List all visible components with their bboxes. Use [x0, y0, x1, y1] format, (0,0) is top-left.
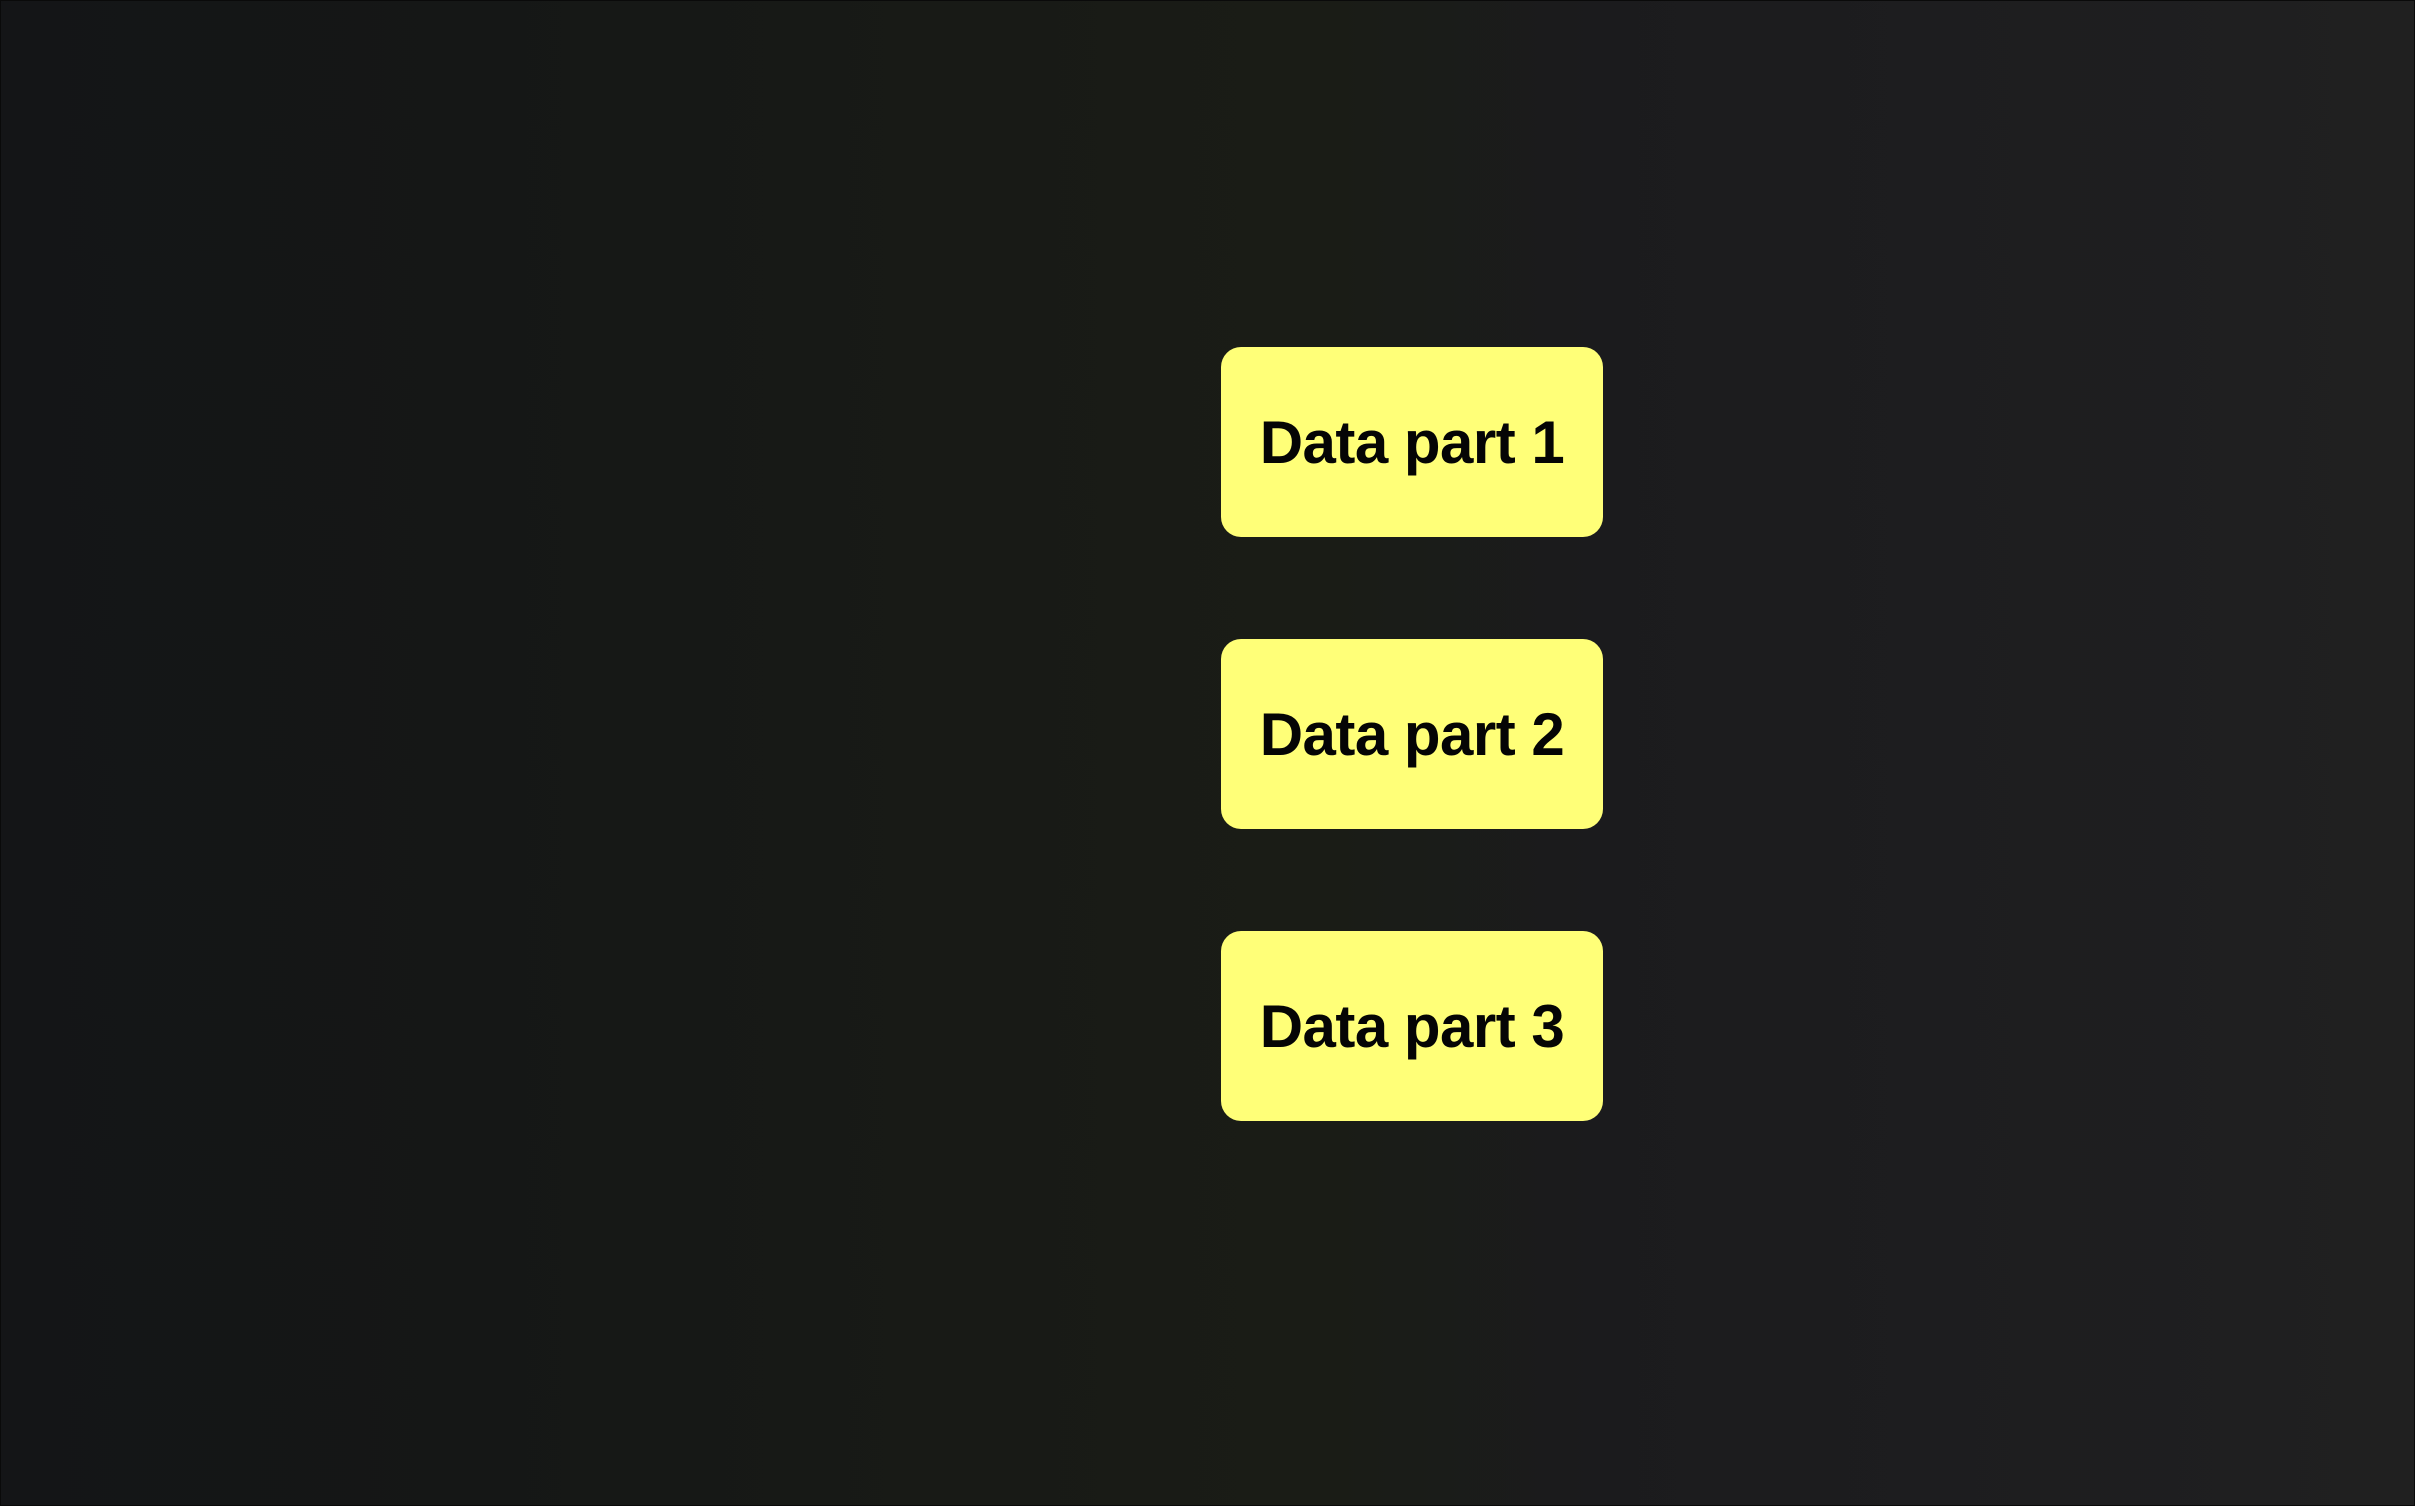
data-part-1-label: Data part 1: [1259, 408, 1565, 476]
data-part-1-block: Data part 1: [1221, 347, 1603, 537]
data-part-3-label: Data part 3: [1259, 992, 1565, 1060]
data-part-2-label: Data part 2: [1259, 700, 1565, 768]
data-part-2-block: Data part 2: [1221, 639, 1603, 829]
data-part-3-block: Data part 3: [1221, 931, 1603, 1121]
